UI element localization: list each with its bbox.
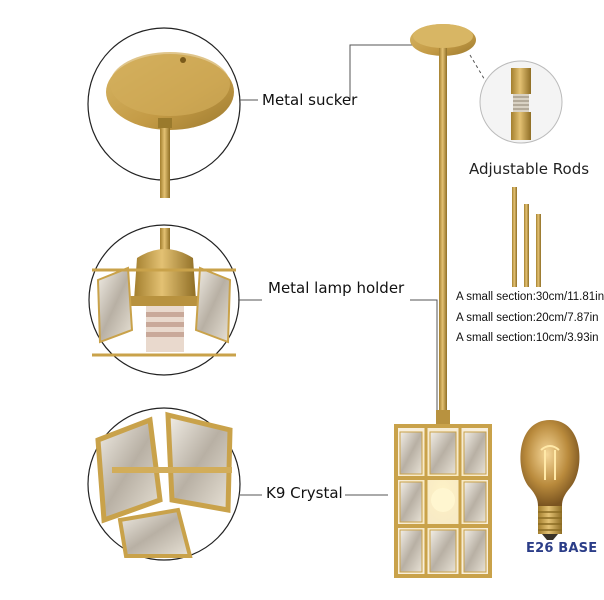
pendant-lamp [394,24,492,578]
adjustable-rods-title: Adjustable Rods [469,160,590,178]
e26-base-label: E26 BASE [526,541,598,556]
lamp-holder-detail-circle [88,224,240,376]
rod-joint-detail-circle [479,60,563,144]
edison-bulb [520,420,580,540]
callout-lines [238,44,493,496]
metal-sucker-label: Metal sucker [262,91,358,109]
crystal-detail-circle [87,407,241,561]
metal-lamp-holder-label: Metal lamp holder [268,279,405,297]
k9-crystal-label: K9 Crystal [266,484,343,502]
rod-lengths [512,187,541,287]
rod-section-10cm: A small section:10cm/3.93in [456,332,599,344]
rod-section-30cm: A small section:30cm/11.81in [456,291,604,303]
canopy-detail-circle [87,27,241,198]
rod-section-20cm: A small section:20cm/7.87in [456,312,599,324]
